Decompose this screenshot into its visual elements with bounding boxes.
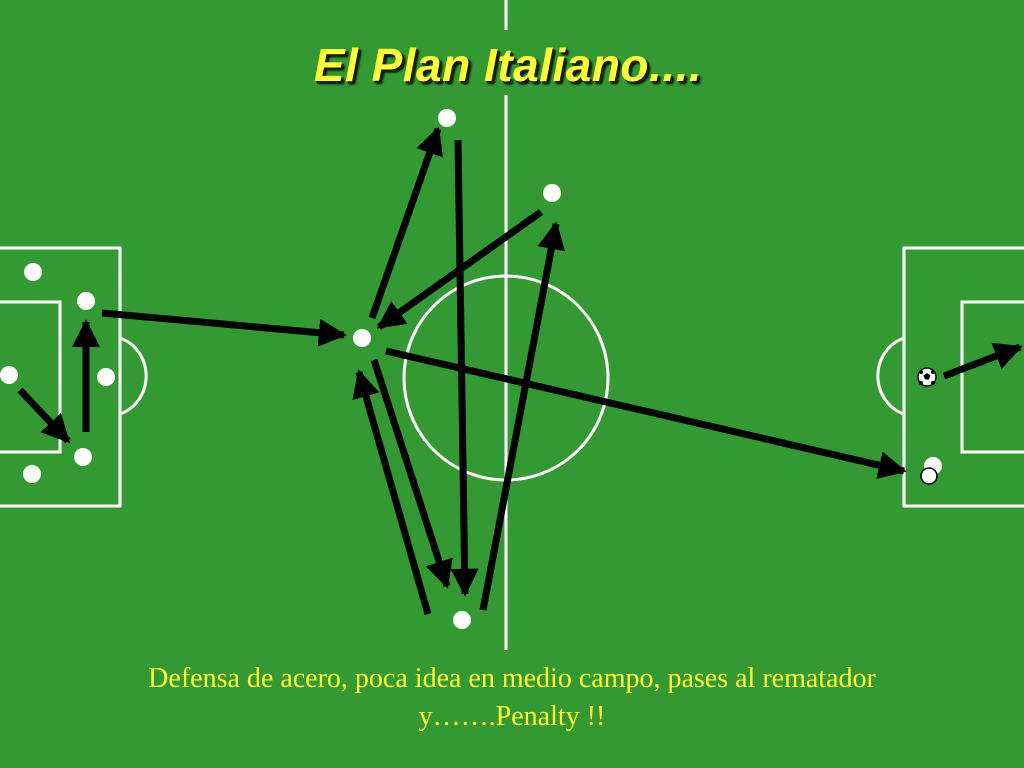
slide-title: El Plan Italiano.... — [313, 39, 703, 91]
left-goal-area — [0, 300, 62, 454]
pass-arrow — [101, 309, 347, 347]
pass-arrow — [385, 347, 907, 479]
left-penalty-area — [0, 246, 122, 508]
caption-line: Defensa de acero, poca idea en medio cam… — [148, 663, 876, 694]
player-dot — [353, 329, 371, 347]
players — [0, 109, 942, 629]
pass-arrow — [17, 387, 71, 444]
player-dot — [97, 368, 115, 386]
pass-arrow — [479, 221, 566, 611]
pass-arrows — [17, 126, 1023, 615]
football-icon — [917, 367, 937, 387]
right-goal-area — [960, 300, 1024, 454]
player-dot — [24, 263, 42, 281]
player-dot — [543, 184, 561, 202]
player-dot — [77, 292, 95, 310]
pass-arrow — [352, 369, 432, 615]
pass-arrow — [370, 358, 453, 589]
player-dot — [438, 109, 456, 127]
slide-caption: Defensa de acero, poca idea en medio cam… — [20, 660, 1004, 736]
pass-arrow — [368, 126, 443, 320]
player-dot — [23, 465, 41, 483]
caption-line: y…….Penalty !! — [418, 701, 606, 732]
player-dot — [74, 448, 92, 466]
right-penalty-area — [902, 246, 1024, 508]
left-penalty-arc — [119, 336, 148, 416]
goalkeeper-marker — [920, 467, 938, 485]
right-penalty-arc — [876, 336, 905, 416]
player-dot — [453, 611, 471, 629]
pass-arrow — [942, 342, 1023, 380]
player-dot — [0, 366, 18, 384]
